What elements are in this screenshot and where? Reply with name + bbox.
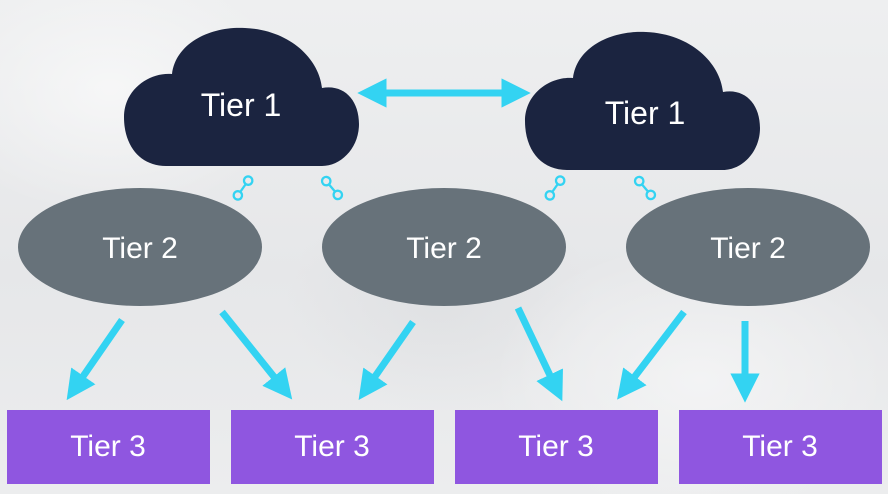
tier3-node-1: Tier 3 [7, 410, 210, 484]
tier1-label: Tier 1 [605, 95, 686, 131]
arrow-tier2a-to-tier3b [219, 309, 293, 400]
tier1-label: Tier 1 [201, 87, 282, 123]
tier3-label: Tier 3 [518, 430, 594, 463]
tier3-node-3: Tier 3 [455, 410, 658, 484]
tier3-node-2: Tier 3 [231, 410, 434, 484]
arrow-tier2b-to-tier3b [358, 319, 416, 401]
tier2-node-1: Tier 2 [18, 188, 262, 306]
tier3-node-4: Tier 3 [679, 410, 882, 484]
tier3-label: Tier 3 [742, 430, 818, 463]
tier2-node-3: Tier 2 [626, 188, 870, 306]
arrow-tier2a-to-tier3a [66, 318, 125, 401]
arrow-tier2b-to-tier3c [514, 306, 563, 402]
link-icon [633, 175, 657, 201]
link-icon [232, 175, 254, 201]
tier2-to-tier3-arrows [66, 306, 760, 403]
tier3-label: Tier 3 [294, 430, 370, 463]
tier2-label: Tier 2 [406, 232, 482, 265]
link-icon [320, 175, 344, 201]
tier2-label: Tier 2 [102, 232, 178, 265]
link-icon [544, 175, 566, 201]
tier2-node-2: Tier 2 [322, 188, 566, 306]
tier1-cloud-left: Tier 1 [124, 27, 359, 166]
tier2-label: Tier 2 [710, 232, 786, 265]
arrow-tier2c-to-tier3c [617, 309, 687, 400]
tier3-label: Tier 3 [70, 430, 146, 463]
tier1-cloud-right: Tier 1 [525, 31, 760, 170]
